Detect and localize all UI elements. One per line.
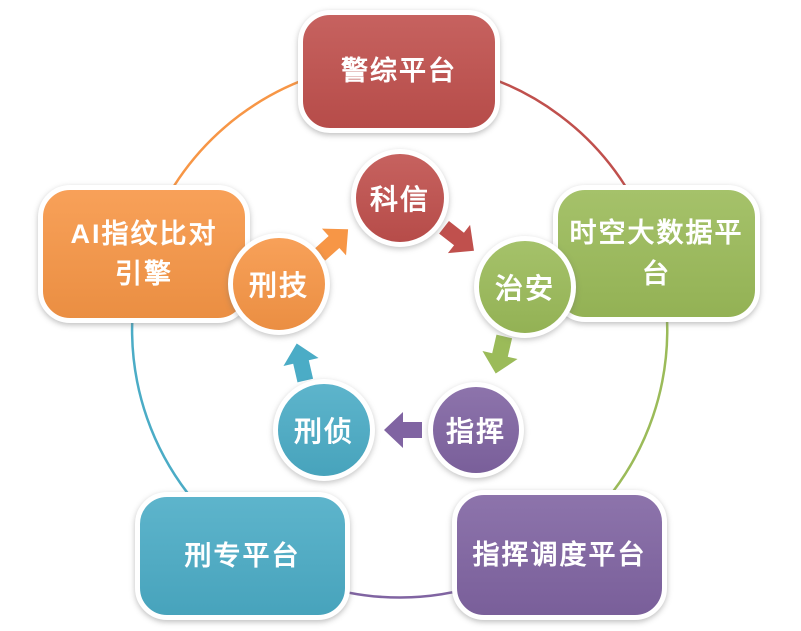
department-label-xingji: 刑技 (248, 270, 309, 301)
platform-label-jingzong: 警综平台 (341, 56, 457, 87)
department-circle-kexin: 科信 (351, 149, 449, 247)
platform-box-xingzhuan: 刑专平台 (135, 492, 350, 620)
department-circle-zhihui: 指挥 (428, 382, 524, 478)
department-circle-xingzhen: 刑侦 (273, 379, 375, 481)
department-label-kexin: 科信 (369, 184, 430, 215)
platform-box-jingzong: 警综平台 (298, 10, 500, 133)
department-circle-xingji: 刑技 (228, 233, 330, 335)
department-label-xingzhen: 刑侦 (293, 416, 354, 447)
arrow-zhihui-to-xingzhen (384, 412, 422, 448)
arrow-kexin-to-zhian (439, 220, 474, 254)
arrow-xingji-to-kexin (314, 228, 349, 261)
platform-box-ai-fingerprint-engine: AI指纹比对 引擎 (38, 185, 250, 323)
department-circle-zhian: 治安 (474, 236, 576, 338)
platform-label-xingzhuan: 刑专平台 (184, 540, 301, 571)
platform-label-zhihui-diaodu: 指挥调度平台 (472, 539, 647, 570)
arrow-zhian-to-zhihui (482, 334, 518, 374)
department-label-zhian: 治安 (494, 273, 555, 304)
department-label-zhihui: 指挥 (445, 416, 506, 447)
platform-box-shikong-big-data: 时空大数据平 台 (553, 185, 760, 322)
platform-box-zhihui-diaodu: 指挥调度平台 (452, 490, 667, 620)
arrow-xingzhen-to-xingji (283, 343, 319, 383)
platform-label-shikong-big-data: 时空大数据平 台 (569, 218, 744, 289)
platform-label-ai-fingerprint-engine: AI指纹比对 引擎 (70, 218, 218, 290)
